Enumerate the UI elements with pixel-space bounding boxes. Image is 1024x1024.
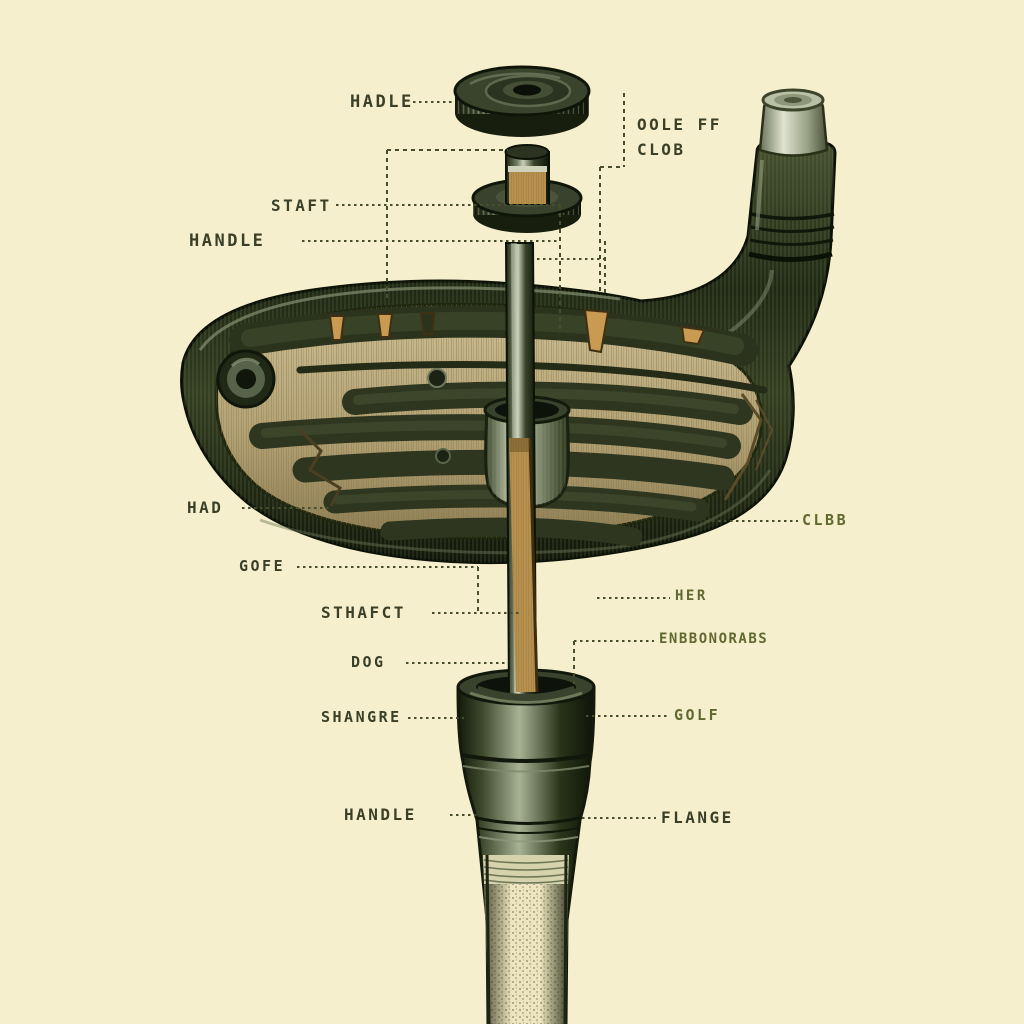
screw-icon [427,368,447,388]
screw-icon [435,448,451,464]
label-flange: FLANGE [661,808,734,827]
leader-lines [242,93,798,819]
label-handle-upper: HANDLE [189,231,266,251]
label-golf-club-line1: OOLE FF [637,115,722,134]
hosel-cup-front-rim [461,685,591,843]
label-gofe: GOFE [239,557,286,575]
label-had: HAD [187,498,224,517]
label-sthafct: STHAFCT [321,603,406,622]
label-golf: GOLF [674,706,721,724]
hosel-cap [758,88,829,157]
plate-crack [298,428,342,507]
label-golf-club-line2: CLOB [637,140,686,159]
label-hadle: HADLE [350,92,414,112]
wood-pegs [328,308,706,354]
wood-insert [509,437,539,693]
label-golf-club: OOLE FF CLOB [637,112,722,162]
label-clbb: CLBB [802,511,849,529]
label-her: HER [675,588,708,604]
label-shangre: SHANGRE [321,708,402,726]
label-handle-lower: HANDLE [344,805,417,824]
label-staft: STAFT [271,196,332,215]
plate-crack [755,399,774,471]
grip-tube [483,854,569,1024]
top-washer [453,65,591,137]
plate-crack [723,393,763,501]
weight-port [216,349,276,409]
label-dog: DOG [351,653,386,671]
label-enbbonorabs: ENBBONORABS [659,631,769,647]
wood-dowel [504,144,550,205]
